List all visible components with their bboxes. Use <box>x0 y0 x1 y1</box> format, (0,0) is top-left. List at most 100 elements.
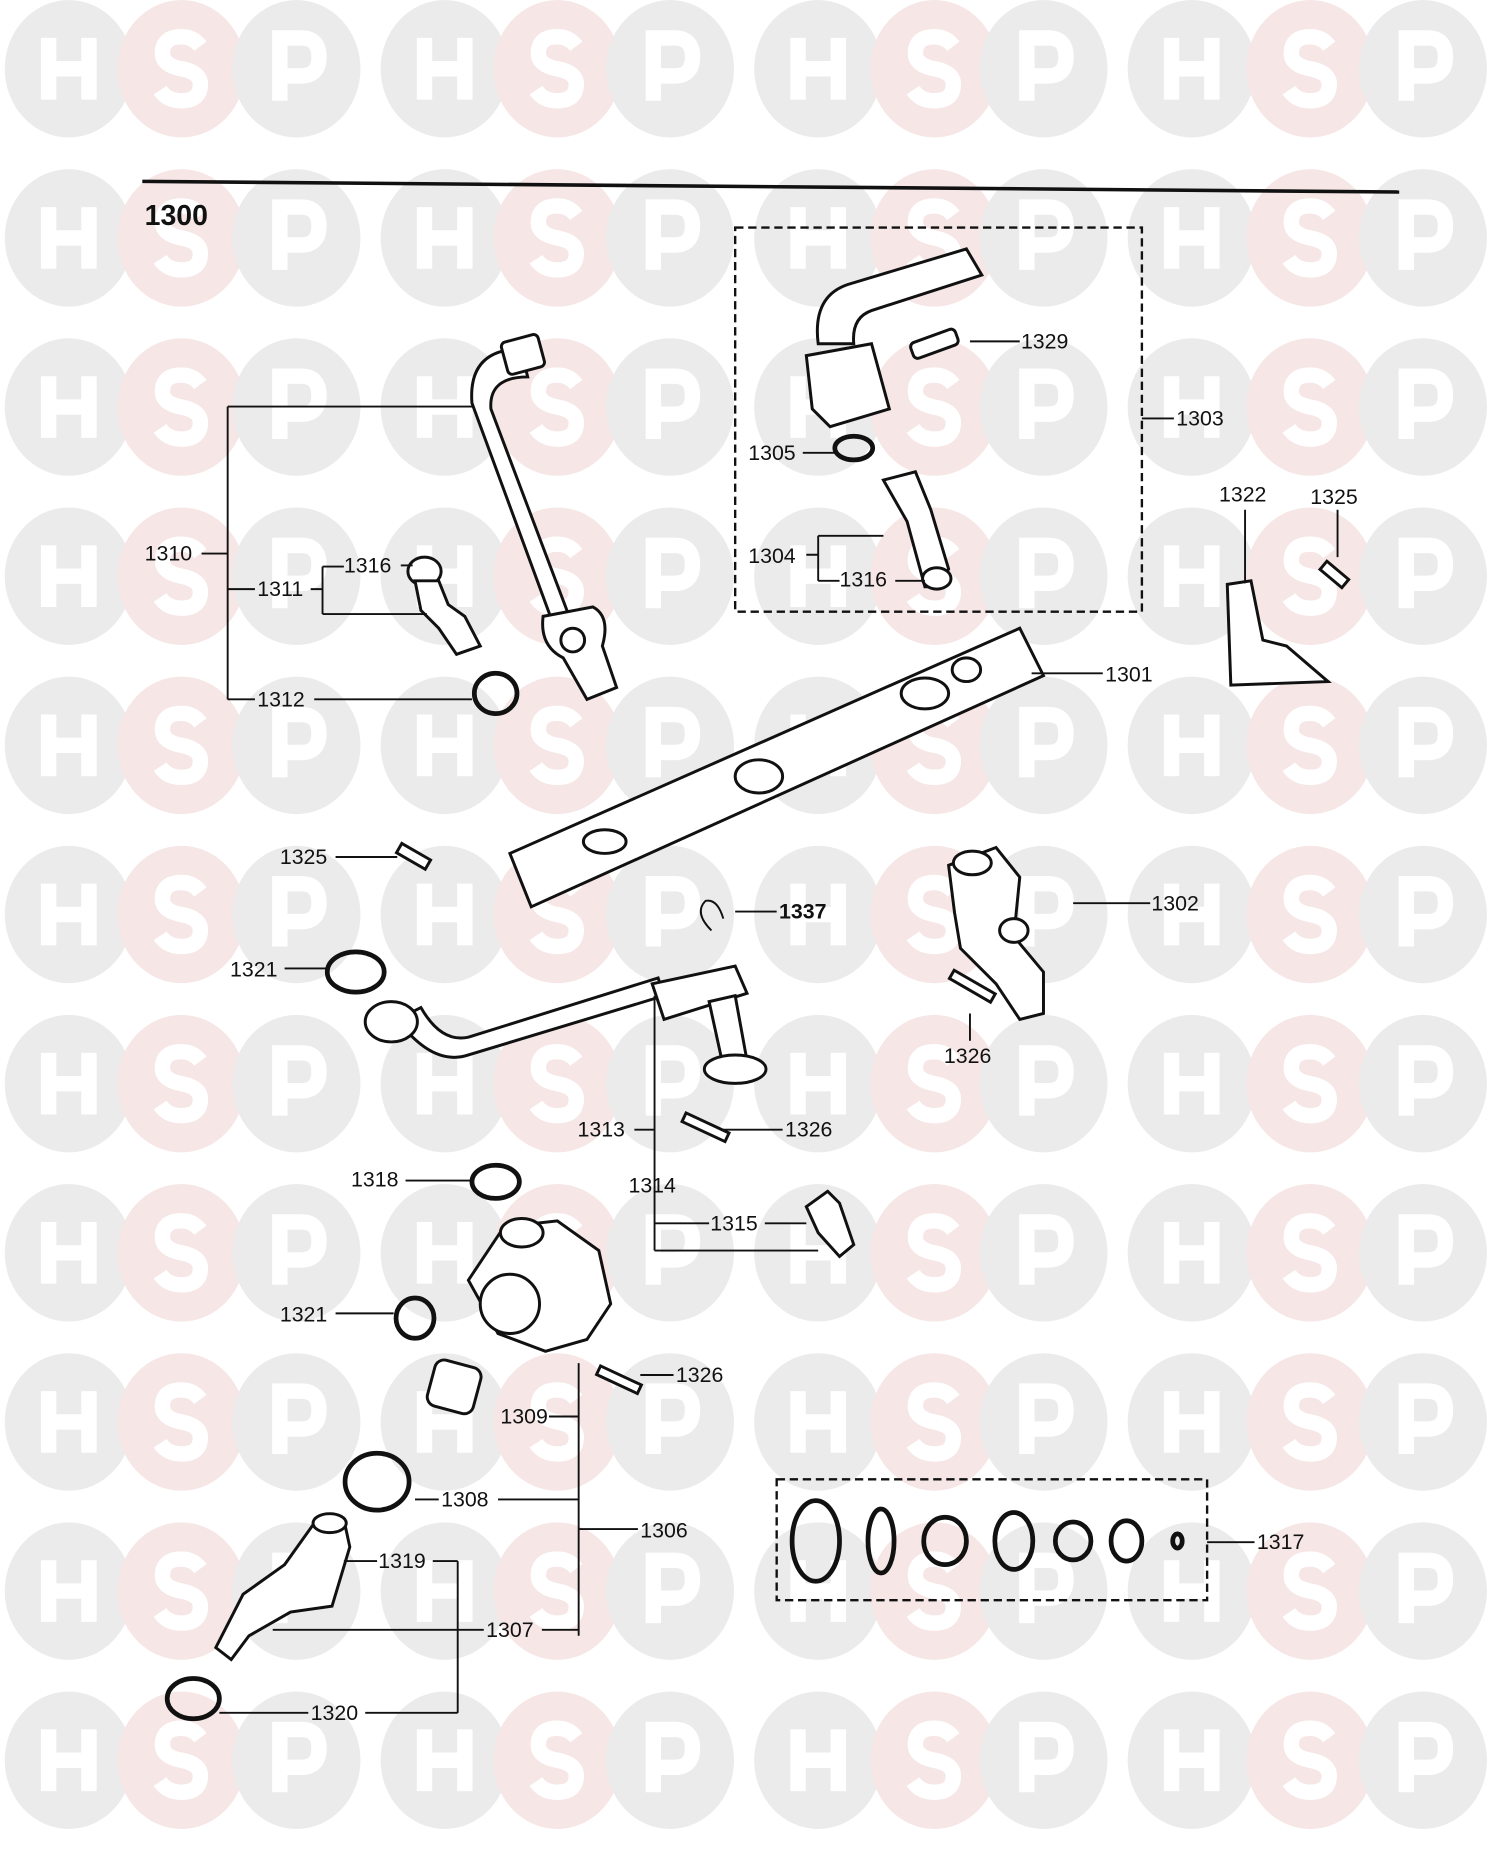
label-1309: 1309 <box>500 1405 547 1429</box>
watermark-glyph-icon <box>153 536 209 616</box>
watermark-glyph-icon <box>529 1551 584 1631</box>
watermark-glyph-icon <box>529 198 584 278</box>
watermark-glyph-icon <box>645 1214 701 1285</box>
watermark-glyph-icon <box>645 1552 701 1624</box>
label-1314: 1314 <box>628 1173 676 1197</box>
watermark-glyph-icon <box>153 367 209 447</box>
watermark-glyph-icon <box>272 199 327 270</box>
label-1325: 1325 <box>1310 485 1357 509</box>
label-1310: 1310 <box>145 542 193 566</box>
label-1326: 1326 <box>676 1363 723 1387</box>
watermark-glyph-icon <box>529 367 584 447</box>
watermark-glyph-icon <box>1019 1383 1074 1454</box>
watermark-glyph-icon <box>906 367 962 447</box>
watermark-glyph-icon <box>1163 37 1220 100</box>
watermark-glyph-icon <box>645 1383 701 1454</box>
label-1313: 1313 <box>577 1118 624 1142</box>
watermark-glyph-icon <box>272 537 327 609</box>
watermark-glyph-icon <box>40 207 97 269</box>
watermark-glyph-icon <box>906 1720 962 1800</box>
diagram-title: 1300 <box>145 200 208 232</box>
watermark-glyph-icon <box>1398 875 1454 947</box>
watermark-glyph-icon <box>416 883 473 946</box>
watermark-glyph-icon <box>1282 705 1337 786</box>
watermark-glyph-icon <box>645 875 701 947</box>
label-1301: 1301 <box>1105 663 1152 687</box>
watermark-glyph-icon <box>40 376 97 438</box>
watermark-glyph-icon <box>40 1391 97 1453</box>
watermark-glyph-icon <box>40 1052 97 1115</box>
part-1326-screw <box>680 1110 732 1144</box>
watermark-glyph-icon <box>1398 199 1454 270</box>
label-1307: 1307 <box>486 1618 533 1642</box>
watermark-glyph-icon <box>1398 1721 1454 1793</box>
watermark-glyph-icon <box>40 714 97 777</box>
watermark-glyph-icon <box>529 1382 584 1462</box>
watermark-glyph-icon <box>1282 1213 1337 1293</box>
watermark-glyph-icon <box>529 1720 584 1800</box>
watermark-glyph-icon <box>272 1045 327 1116</box>
watermark-glyph-icon <box>1282 536 1337 616</box>
label-1312: 1312 <box>257 687 304 711</box>
part-1325-screw <box>394 841 433 872</box>
watermark-glyph-icon <box>1398 537 1454 609</box>
part-1303-valve <box>804 247 985 591</box>
watermark-glyph-icon <box>272 368 327 440</box>
watermark-glyph-icon <box>1163 1391 1220 1453</box>
part-labels: 1310 1311 1316 1312 1329 1303 1305 1304 … <box>145 329 1358 1724</box>
watermark-glyph-icon <box>645 199 701 270</box>
label-1322: 1322 <box>1219 482 1266 506</box>
watermark-glyph-icon <box>416 1221 473 1284</box>
header-rule <box>142 179 1400 194</box>
watermark-glyph-icon <box>272 1721 327 1793</box>
watermark-glyph-icon <box>1163 714 1220 777</box>
watermark-glyph-icon <box>645 706 701 778</box>
watermark-glyph-icon <box>1019 537 1074 609</box>
part-1308-oring <box>342 1450 412 1513</box>
watermark-glyph-icon <box>1019 1721 1074 1793</box>
label-1305: 1305 <box>748 441 795 465</box>
watermark-glyph-icon <box>1019 1552 1074 1624</box>
watermark-glyph-icon <box>1282 1720 1337 1800</box>
watermark-glyph-icon <box>40 37 97 100</box>
part-1312-oring <box>471 670 520 716</box>
watermark-glyph-icon <box>416 37 473 100</box>
part-1322-bracket <box>1225 579 1332 687</box>
part-1325-screw <box>1317 559 1351 590</box>
watermark-glyph-icon <box>416 1729 473 1792</box>
watermark-glyph-icon <box>906 29 962 109</box>
watermark-glyph-icon <box>1019 706 1074 778</box>
watermark-glyph-icon <box>416 1052 473 1115</box>
label-1320: 1320 <box>311 1701 359 1725</box>
label-1337: 1337 <box>779 900 826 924</box>
watermark-glyph-icon <box>1398 1045 1454 1116</box>
watermark-glyph-icon <box>645 1721 701 1793</box>
label-1321: 1321 <box>230 958 277 982</box>
watermark-glyph-icon <box>153 1382 209 1462</box>
watermark-glyph-icon <box>153 1213 209 1293</box>
watermark-glyph-icon <box>790 207 847 269</box>
watermark-glyph-icon <box>790 883 847 946</box>
watermark-glyph-icon <box>416 714 473 777</box>
label-1316: 1316 <box>344 554 391 578</box>
watermark-glyph-icon <box>272 1214 327 1285</box>
watermark-glyph-icon <box>1398 30 1454 101</box>
watermark-glyph-icon <box>1019 875 1074 947</box>
watermark-glyph-icon <box>1398 706 1454 778</box>
watermark-glyph-icon <box>1398 1214 1454 1285</box>
watermark-glyph-icon <box>1163 1221 1220 1284</box>
label-1325: 1325 <box>280 845 327 869</box>
hsp-watermark <box>4 0 1487 1829</box>
watermark-glyph-icon <box>1019 1045 1074 1116</box>
watermark-glyph-icon <box>1282 1043 1337 1124</box>
part-1321-oring <box>393 1295 437 1341</box>
watermark-glyph-icon <box>1163 1729 1220 1792</box>
part-1317-oring-kit <box>789 1498 1185 1584</box>
watermark-glyph-icon <box>153 1551 209 1631</box>
label-1321: 1321 <box>280 1303 327 1327</box>
watermark-glyph-icon <box>272 1383 327 1454</box>
label-1308: 1308 <box>441 1488 488 1512</box>
leader-lines <box>201 340 1339 1714</box>
watermark-glyph-icon <box>272 875 327 947</box>
